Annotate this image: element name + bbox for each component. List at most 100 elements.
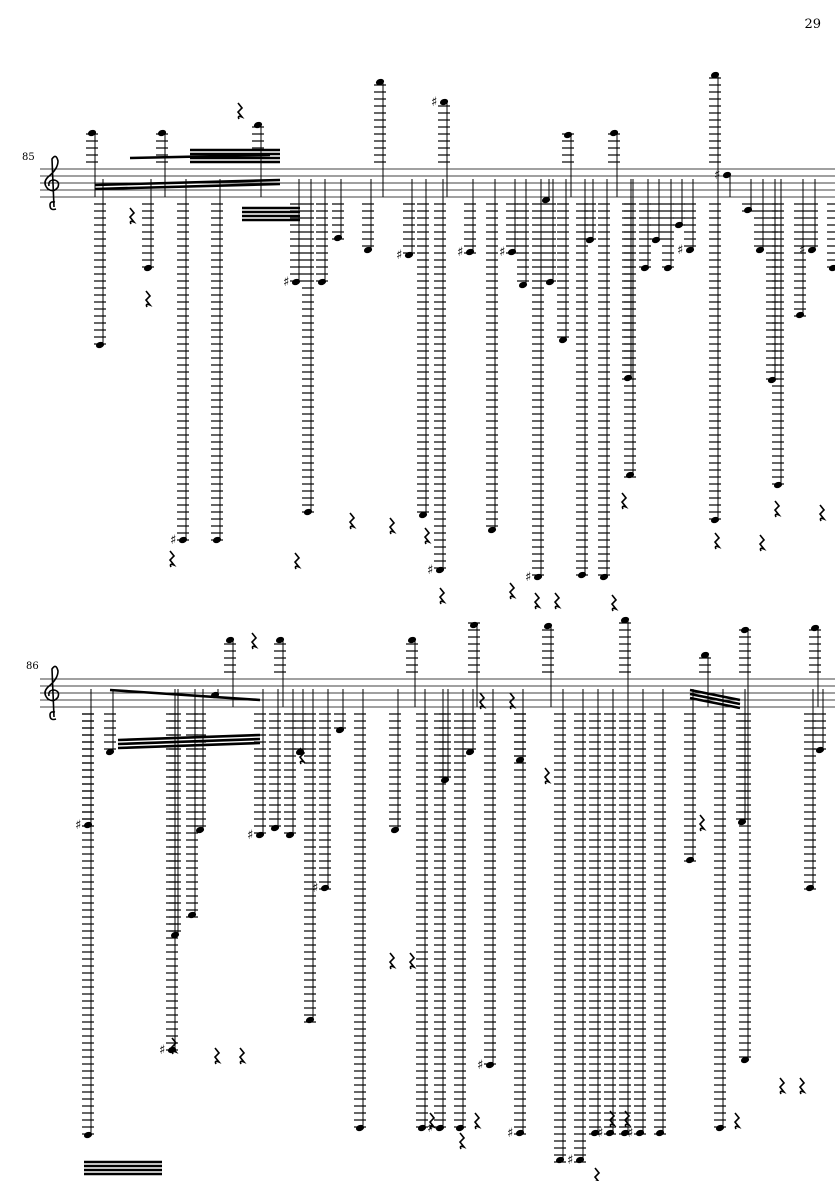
note-head (740, 1056, 750, 1064)
rest-icon (610, 594, 619, 612)
note-head (605, 1129, 615, 1137)
rest-icon (458, 1132, 467, 1150)
note-head (715, 1124, 725, 1132)
note-head (87, 129, 97, 137)
note-head (225, 636, 235, 644)
sharp-icon: ♯ (627, 1126, 633, 1141)
note-head (435, 1124, 445, 1132)
rest-icon (388, 517, 397, 535)
sharp-icon: ♯ (799, 243, 805, 258)
sharp-icon: ♯ (312, 881, 318, 896)
rest-icon (478, 692, 487, 710)
sharp-icon: ♯ (477, 1058, 483, 1073)
note-head (335, 726, 345, 734)
note-head (507, 248, 517, 256)
note-head (469, 621, 479, 629)
note-head (577, 571, 587, 579)
note-head (212, 536, 222, 544)
note-head (285, 831, 295, 839)
beam (109, 688, 261, 702)
rest-icon (298, 747, 307, 765)
note-head (755, 246, 765, 254)
note-head (609, 129, 619, 137)
note-head (291, 278, 301, 286)
note-head (722, 171, 732, 179)
note-head (485, 1061, 495, 1069)
note-head (518, 281, 528, 289)
note-head (317, 278, 327, 286)
note-head (625, 471, 635, 479)
note-head (674, 221, 684, 229)
note-head (253, 121, 263, 129)
note-head (700, 651, 710, 659)
note-head (333, 234, 343, 242)
note-head (390, 826, 400, 834)
rest-icon (543, 767, 552, 785)
rest-icon (620, 492, 629, 510)
note-head (640, 264, 650, 272)
rest-icon (293, 552, 302, 570)
rest-icon (778, 1077, 787, 1095)
note-head (187, 911, 197, 919)
note-head (178, 536, 188, 544)
rest-icon (473, 1112, 482, 1130)
note-head (585, 236, 595, 244)
beam (689, 688, 741, 702)
sharp-icon: ♯ (597, 1126, 603, 1141)
beam (689, 696, 741, 710)
note-head (740, 626, 750, 634)
note-head (407, 636, 417, 644)
note-head (515, 756, 525, 764)
note-head (515, 1129, 525, 1137)
note-head (545, 278, 555, 286)
note-head (541, 196, 551, 204)
rest-icon (798, 1077, 807, 1095)
sharp-icon: ♯ (677, 243, 683, 258)
note-head (558, 336, 568, 344)
note-head (83, 1131, 93, 1139)
beam (94, 182, 281, 191)
note-head (143, 264, 153, 272)
rest-icon (438, 587, 447, 605)
note-head (737, 818, 747, 826)
note-head (105, 748, 115, 756)
note-head (455, 1124, 465, 1132)
note-head (590, 1129, 600, 1137)
sharp-icon: ♯ (431, 95, 437, 110)
note-head (255, 831, 265, 839)
note-head (685, 856, 695, 864)
sharp-icon: ♯ (396, 248, 402, 263)
rest-icon (238, 1047, 247, 1065)
rest-icon (698, 814, 707, 832)
note-head (773, 481, 783, 489)
note-head (487, 526, 497, 534)
sharp-icon: ♯ (457, 245, 463, 260)
note-head (810, 624, 820, 632)
note-head (620, 1129, 630, 1137)
treble-clef-icon (44, 155, 60, 211)
note-head (418, 511, 428, 519)
note-head (663, 264, 673, 272)
note-head (439, 98, 449, 106)
note-head (275, 636, 285, 644)
sharp-icon: ♯ (567, 1153, 573, 1168)
rest-icon (713, 532, 722, 550)
rest-icon (428, 1112, 437, 1130)
rest-icon (818, 504, 827, 522)
note-head (685, 246, 695, 254)
treble-clef-icon (44, 665, 60, 721)
note-head (195, 826, 205, 834)
note-head (555, 1156, 565, 1164)
note-head (375, 78, 385, 86)
note-head (805, 884, 815, 892)
rest-icon (168, 550, 177, 568)
rest-icon (170, 1037, 179, 1055)
note-head (320, 884, 330, 892)
rest-icon (144, 290, 153, 308)
rest-icon (408, 952, 417, 970)
page-number: 29 (804, 17, 821, 32)
sharp-icon: ♯ (170, 533, 176, 548)
note-head (655, 1129, 665, 1137)
sharp-icon: ♯ (525, 570, 531, 585)
